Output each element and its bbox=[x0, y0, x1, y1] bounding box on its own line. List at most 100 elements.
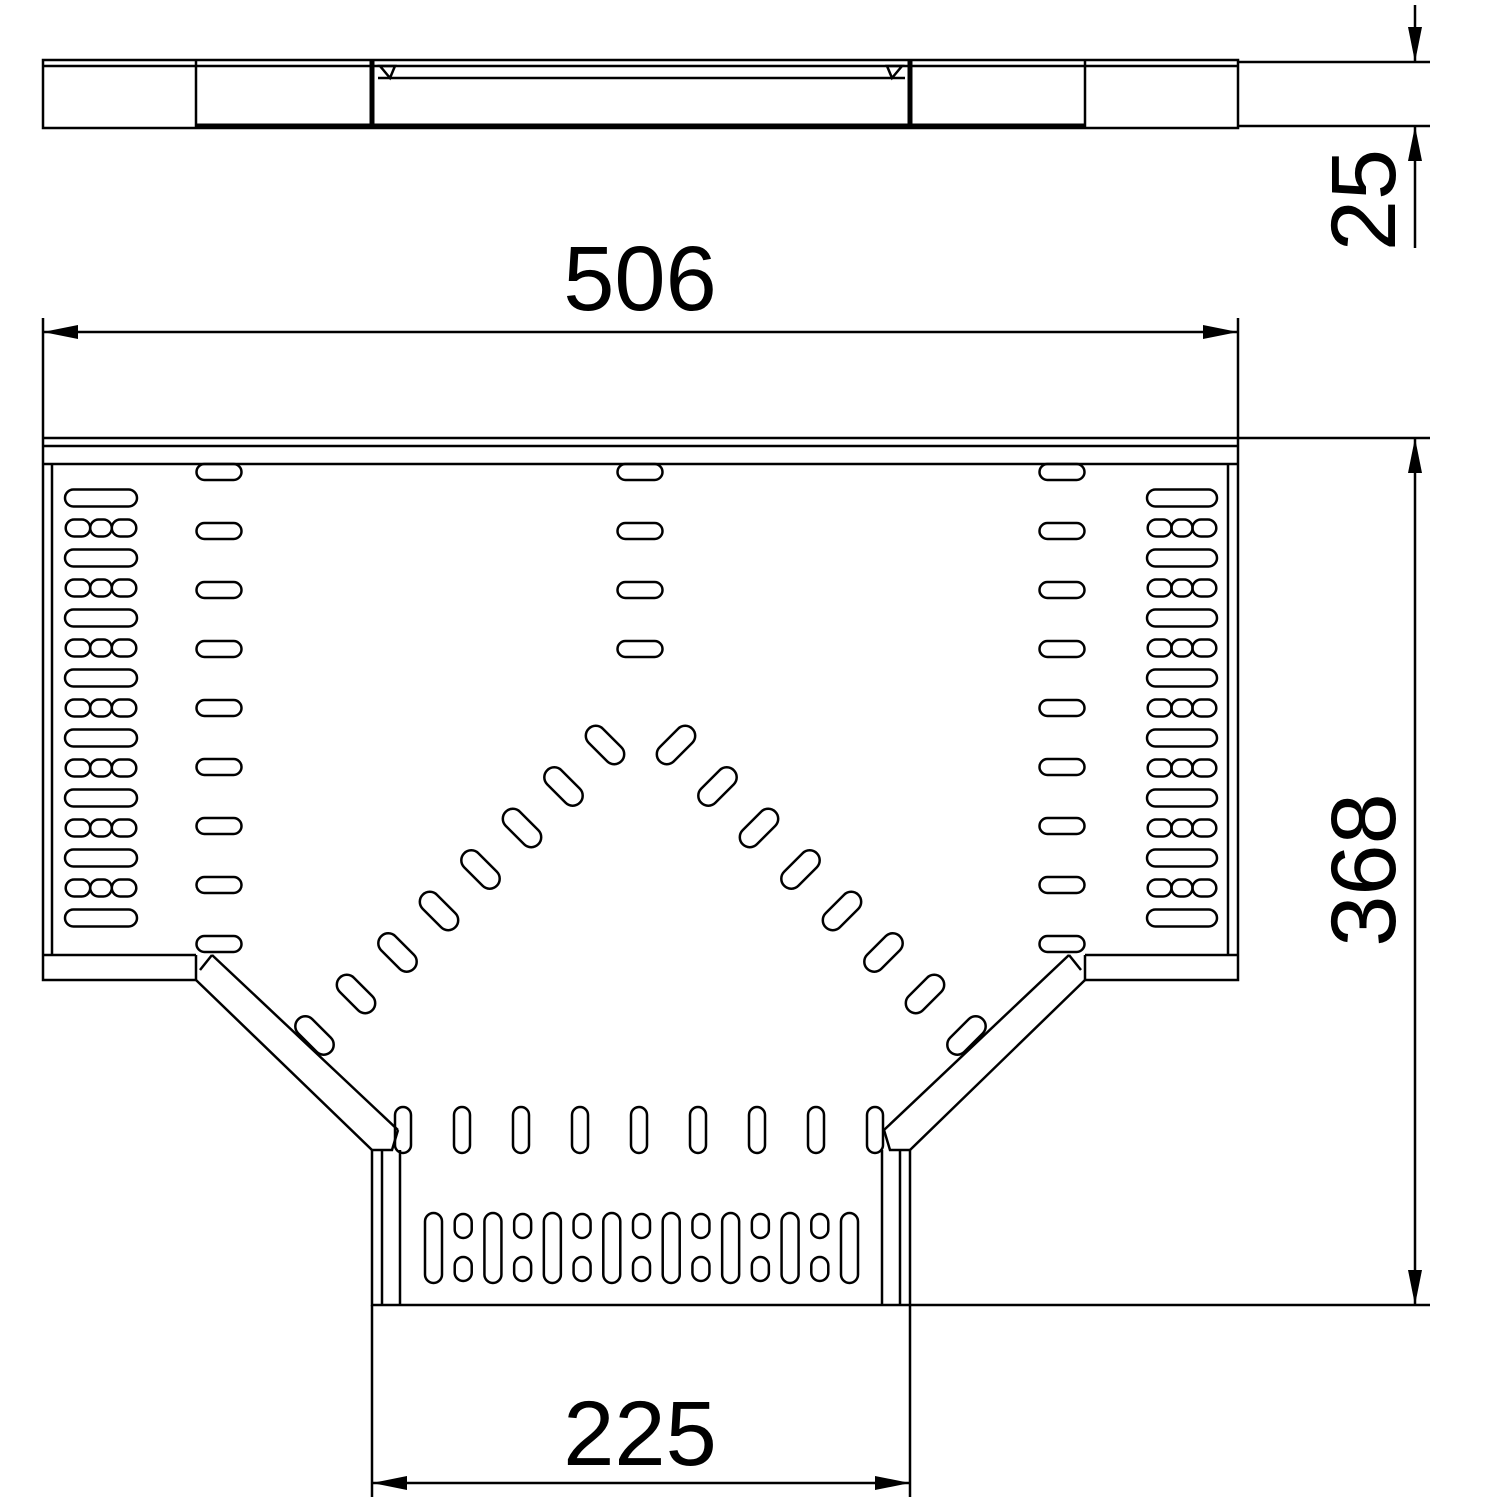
perforation-slot bbox=[1145, 908, 1219, 928]
perforation-hole bbox=[691, 1212, 711, 1240]
slot bbox=[688, 1105, 708, 1155]
perforation-hole bbox=[1191, 698, 1218, 718]
slot bbox=[195, 580, 243, 600]
slot bbox=[452, 1105, 472, 1155]
diagonal-slot bbox=[418, 890, 460, 932]
diagonal-slot bbox=[377, 932, 418, 973]
perforation-hole bbox=[1146, 518, 1173, 538]
perforation-hole bbox=[1191, 578, 1218, 598]
perforation-hole bbox=[64, 698, 92, 718]
perforation-hole bbox=[64, 638, 92, 658]
perforation-hole bbox=[64, 758, 92, 778]
slot bbox=[616, 521, 664, 541]
perforation-hole bbox=[1146, 698, 1173, 718]
diagonal-slot bbox=[863, 932, 904, 973]
diagonal-slot bbox=[697, 766, 738, 807]
slot bbox=[195, 934, 243, 954]
dimension-label-length: 368 bbox=[1313, 793, 1415, 947]
perforation-slot bbox=[1145, 548, 1219, 568]
slot bbox=[1038, 816, 1086, 836]
perforation-hole bbox=[1146, 638, 1173, 658]
perforation-hole bbox=[1170, 698, 1194, 718]
slot bbox=[195, 639, 243, 659]
perforation-hole bbox=[1170, 878, 1194, 898]
perforation-hole bbox=[1146, 578, 1173, 598]
perforation-slot bbox=[542, 1211, 563, 1285]
perforation-hole bbox=[88, 818, 114, 838]
perforation-hole bbox=[64, 518, 92, 538]
slot bbox=[195, 521, 243, 541]
slot bbox=[570, 1105, 590, 1155]
perforation-slot bbox=[483, 1211, 503, 1285]
perforation-hole bbox=[1146, 818, 1173, 838]
slot bbox=[195, 462, 243, 482]
perforation-slot bbox=[63, 788, 139, 808]
diagonal-slot bbox=[501, 807, 543, 849]
perforation-slot bbox=[63, 848, 139, 868]
perforation-hole bbox=[750, 1255, 771, 1283]
perforation-hole bbox=[110, 578, 138, 598]
slot bbox=[511, 1105, 531, 1155]
slot bbox=[616, 639, 664, 659]
perforation-hole bbox=[810, 1255, 830, 1283]
diagonal-slot bbox=[821, 890, 863, 932]
perforation-slots bbox=[63, 462, 1219, 1285]
perforation-hole bbox=[512, 1212, 533, 1240]
perforation-slot bbox=[63, 488, 139, 508]
perforation-hole bbox=[750, 1212, 771, 1240]
perforation-hole bbox=[512, 1255, 533, 1283]
perforation-hole bbox=[1170, 578, 1194, 598]
side-view bbox=[41, 58, 1240, 130]
slot bbox=[1038, 698, 1086, 718]
diagonal-slot bbox=[780, 849, 821, 890]
perforation-slot bbox=[780, 1211, 800, 1285]
dimension-label-branch-width: 225 bbox=[563, 1383, 717, 1485]
diagonal-slot bbox=[584, 724, 626, 766]
perforation-hole bbox=[110, 818, 138, 838]
perforation-slot bbox=[423, 1211, 444, 1285]
perforation-slot bbox=[661, 1211, 681, 1285]
perforation-hole bbox=[1191, 818, 1218, 838]
slot bbox=[1038, 580, 1086, 600]
slot bbox=[616, 462, 664, 482]
diagonal-slot bbox=[946, 1015, 987, 1056]
slot bbox=[865, 1105, 885, 1155]
perforation-slot bbox=[1145, 488, 1219, 508]
perforation-slot bbox=[1145, 608, 1219, 628]
perforation-hole bbox=[810, 1212, 830, 1240]
slot bbox=[195, 875, 243, 895]
perforation-hole bbox=[88, 698, 114, 718]
slot bbox=[1038, 462, 1086, 482]
perforation-hole bbox=[1170, 518, 1194, 538]
perforation-hole bbox=[88, 578, 114, 598]
slot bbox=[1038, 639, 1086, 659]
dimension-368 bbox=[910, 436, 1430, 1307]
slot bbox=[393, 1105, 413, 1155]
perforation-hole bbox=[88, 518, 114, 538]
slot bbox=[1038, 875, 1086, 895]
perforation-hole bbox=[64, 818, 92, 838]
perforation-slot bbox=[63, 608, 139, 628]
tee-plan-outline bbox=[41, 436, 1240, 1307]
slot bbox=[747, 1105, 767, 1155]
perforation-hole bbox=[110, 638, 138, 658]
perforation-hole bbox=[1170, 758, 1194, 778]
slot bbox=[1038, 521, 1086, 541]
perforation-hole bbox=[631, 1255, 652, 1283]
dimension-225 bbox=[370, 1305, 912, 1497]
perforation-hole bbox=[1170, 638, 1194, 658]
perforation-hole bbox=[1191, 518, 1218, 538]
perforation-hole bbox=[88, 638, 114, 658]
perforation-hole bbox=[110, 518, 138, 538]
perforation-hole bbox=[1191, 638, 1218, 658]
perforation-hole bbox=[110, 758, 138, 778]
perforation-slot bbox=[63, 548, 139, 568]
diagonal-slot bbox=[738, 807, 780, 849]
dimension-25 bbox=[1238, 5, 1430, 248]
perforation-slot bbox=[1145, 848, 1219, 868]
dimension-506 bbox=[41, 318, 1240, 438]
perforation-hole bbox=[691, 1255, 711, 1283]
perforation-slot bbox=[63, 728, 139, 748]
